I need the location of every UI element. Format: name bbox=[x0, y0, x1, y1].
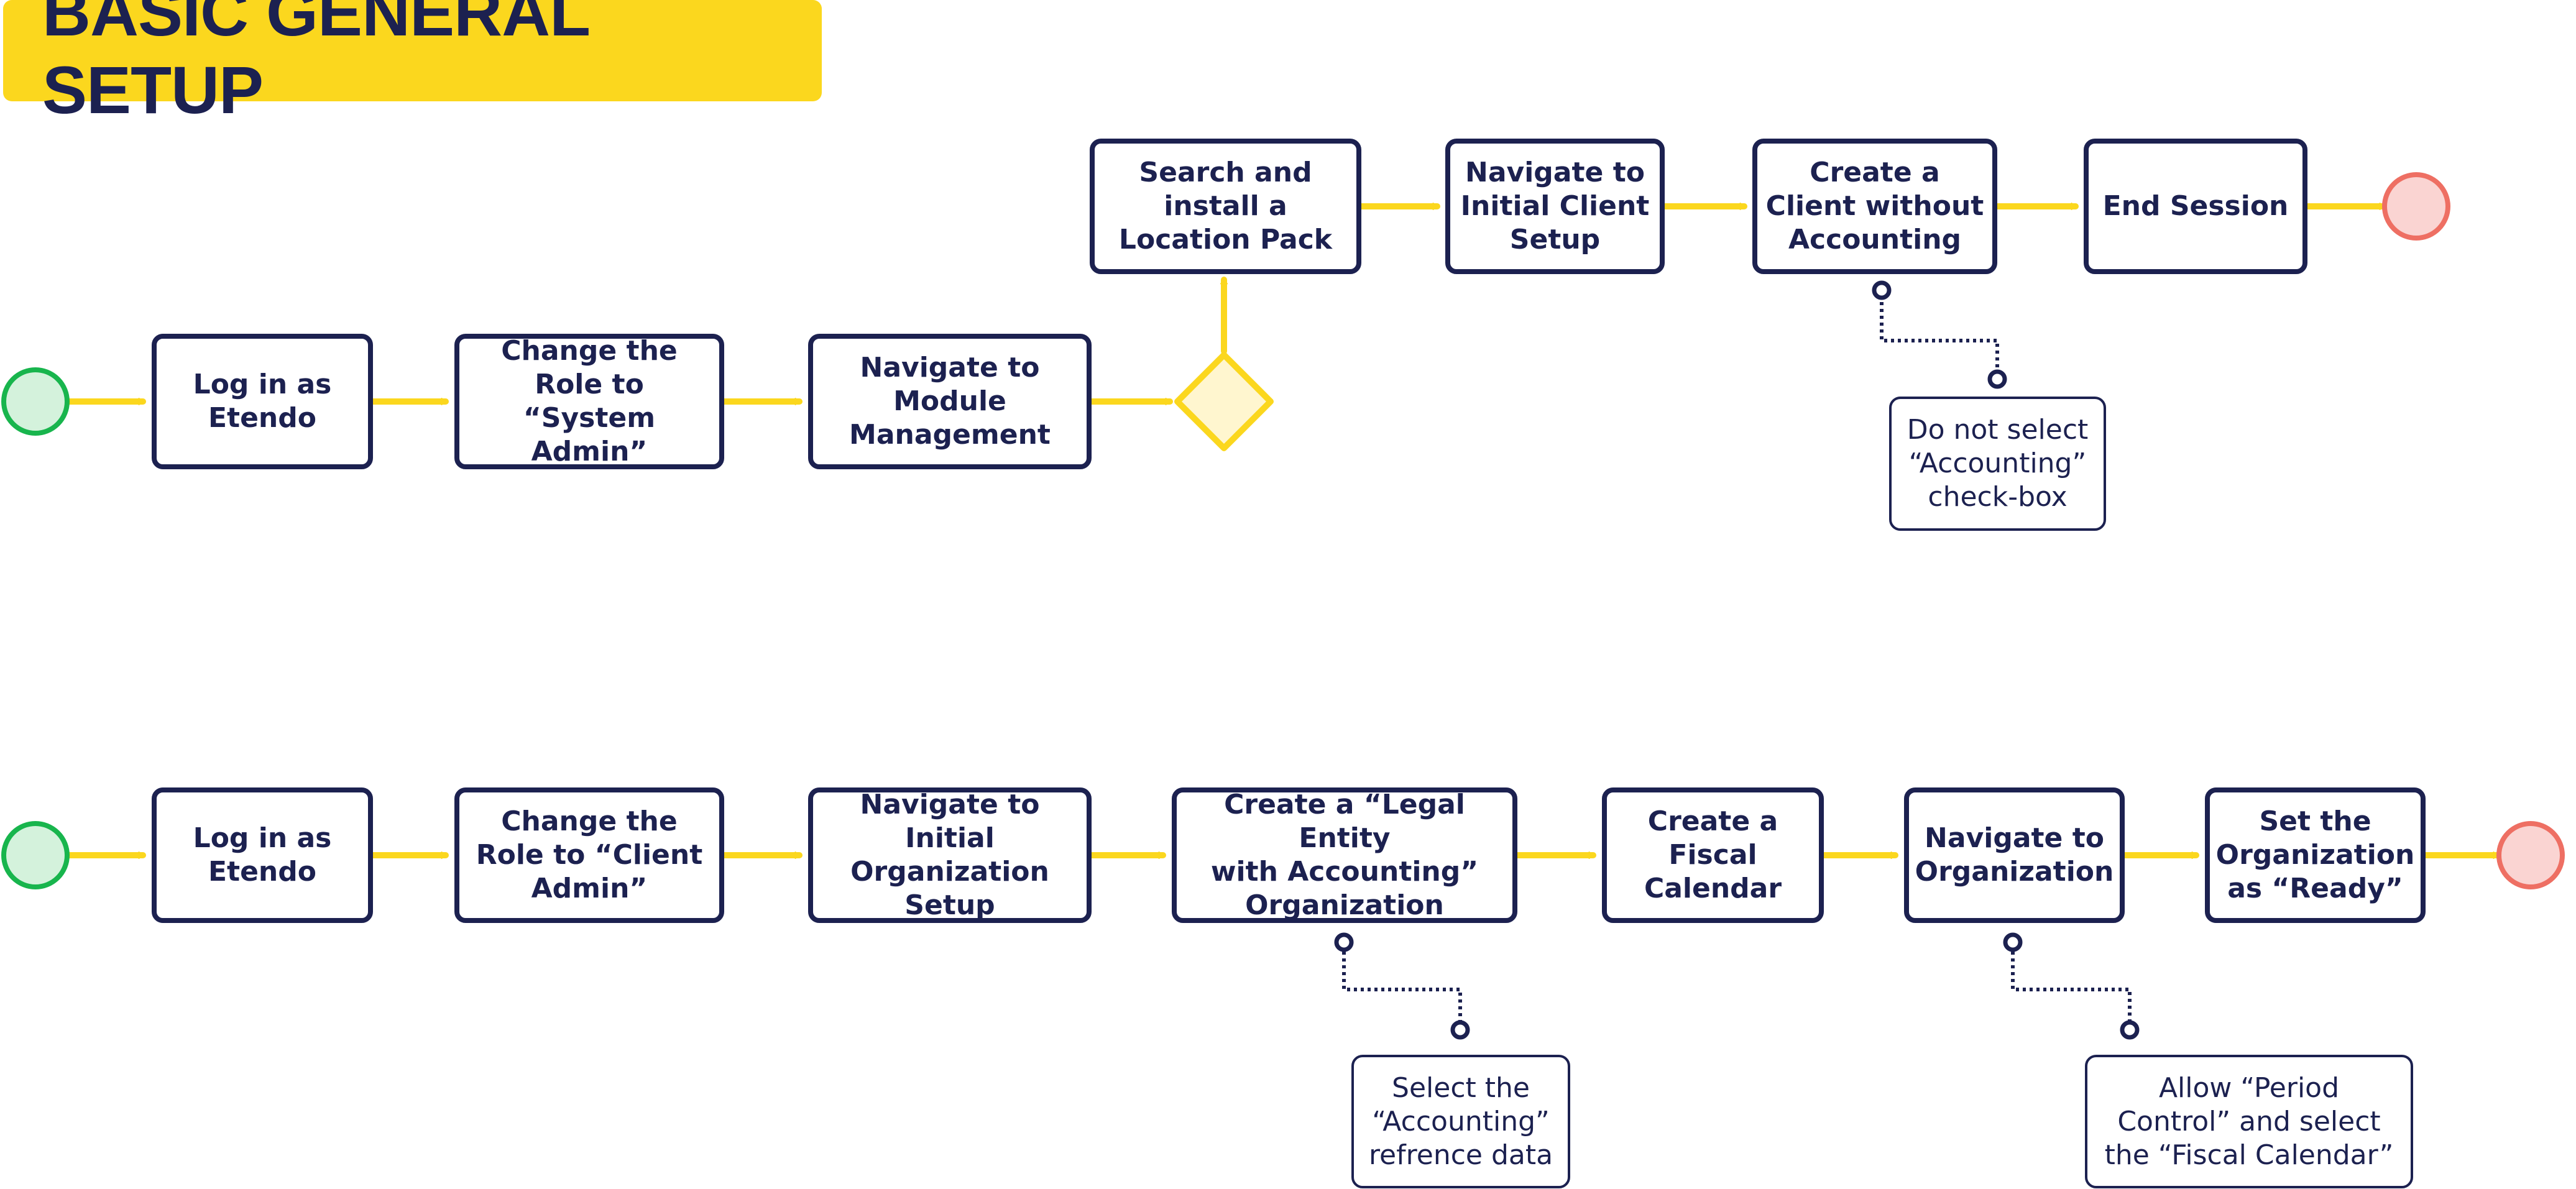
step-create-fiscal-calendar: Create a Fiscal Calendar bbox=[1602, 787, 1824, 923]
step-login-etendo-2: Log in as Etendo bbox=[152, 787, 373, 923]
step-navigate-module-management: Navigate to Module Management bbox=[808, 334, 1092, 469]
step-navigate-organization: Navigate to Organization bbox=[1904, 787, 2125, 923]
note-select-accounting-reference-data: Select the “Accounting” refrence data bbox=[1351, 1055, 1570, 1188]
note-anchor-2b bbox=[1450, 1020, 1470, 1040]
step-end-session: End Session bbox=[2084, 139, 2307, 274]
step-create-legal-entity-organization: Create a “Legal Entity with Accounting” … bbox=[1172, 787, 1517, 923]
start-node-1 bbox=[1, 367, 70, 436]
note-anchor-3b bbox=[2120, 1020, 2140, 1040]
step-change-role-client-admin: Change the Role to “Client Admin” bbox=[454, 787, 724, 923]
decision-diamond bbox=[1174, 352, 1274, 451]
note-anchor-3a bbox=[2003, 932, 2023, 952]
step-set-organization-ready: Set the Organization as “Ready” bbox=[2205, 787, 2426, 923]
title-banner: BASIC GENERAL SETUP bbox=[3, 0, 822, 127]
step-create-client-without-accounting: Create a Client without Accounting bbox=[1752, 139, 1997, 274]
end-node-2 bbox=[2496, 821, 2565, 889]
note-allow-period-control: Allow “Period Control” and select the “F… bbox=[2085, 1055, 2413, 1188]
step-login-etendo-1: Log in as Etendo bbox=[152, 334, 373, 469]
step-navigate-initial-organization-setup: Navigate to Initial Organization Setup bbox=[808, 787, 1092, 923]
note-do-not-select-accounting: Do not select “Accounting” check-box bbox=[1889, 397, 2106, 531]
note-anchor-2a bbox=[1334, 932, 1354, 952]
note-anchor-1a bbox=[1872, 280, 1892, 300]
step-navigate-initial-client-setup: Navigate to Initial Client Setup bbox=[1445, 139, 1665, 274]
step-install-location-pack: Search and install a Location Pack bbox=[1090, 139, 1361, 274]
step-change-role-system-admin: Change the Role to “System Admin” bbox=[454, 334, 724, 469]
note-connector-accounting-checkbox bbox=[1880, 295, 1999, 372]
note-anchor-1b bbox=[1987, 369, 2007, 389]
note-connector-period-control bbox=[2011, 945, 2132, 1021]
note-connector-reference-data bbox=[1342, 945, 1462, 1021]
start-node-2 bbox=[1, 821, 70, 889]
diagram-title: BASIC GENERAL SETUP bbox=[42, 0, 589, 127]
end-node-1 bbox=[2382, 172, 2450, 241]
